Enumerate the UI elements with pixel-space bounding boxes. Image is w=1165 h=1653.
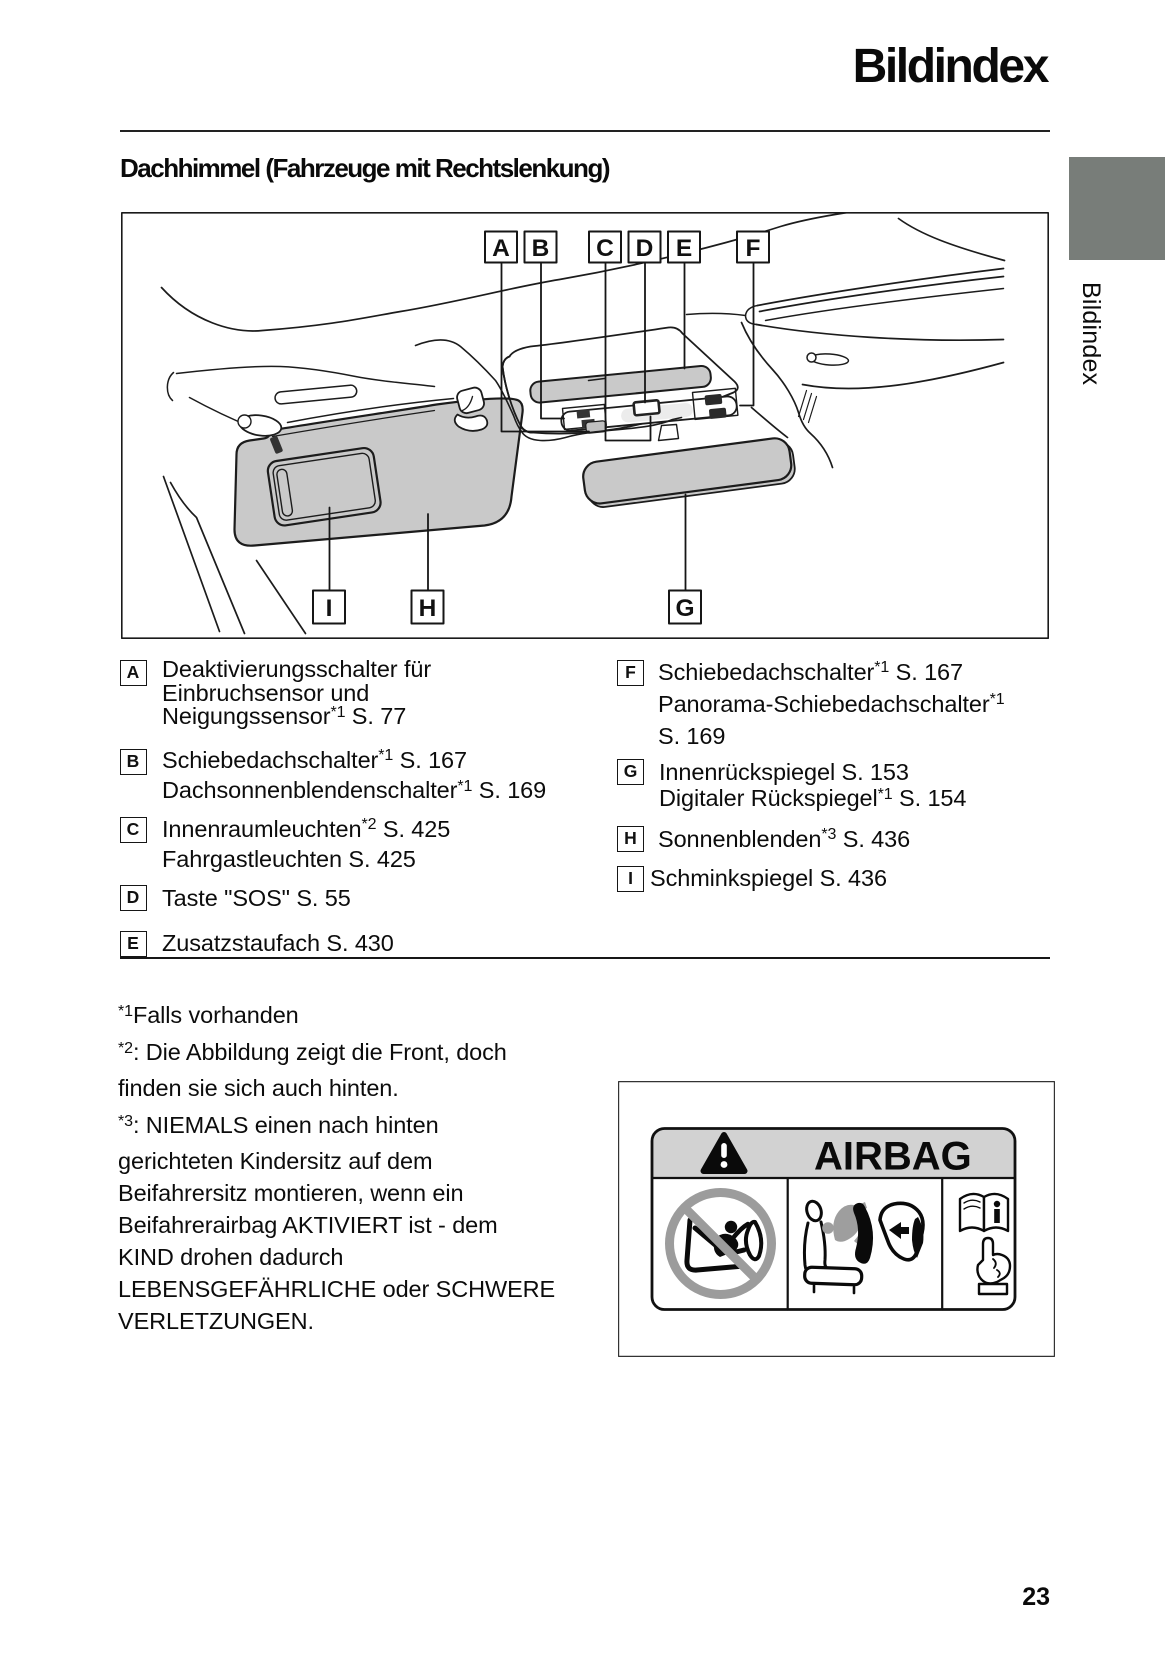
svg-text:E: E — [675, 235, 691, 262]
svg-text:AIRBAG: AIRBAG — [814, 1135, 972, 1179]
svg-text:B: B — [531, 235, 549, 262]
svg-text:D: D — [635, 235, 653, 262]
svg-text:G: G — [675, 595, 694, 622]
svg-text:H: H — [418, 595, 436, 622]
svg-text:I: I — [325, 595, 332, 622]
svg-text:F: F — [745, 235, 760, 262]
svg-text:C: C — [596, 235, 614, 262]
svg-text:A: A — [492, 235, 510, 262]
